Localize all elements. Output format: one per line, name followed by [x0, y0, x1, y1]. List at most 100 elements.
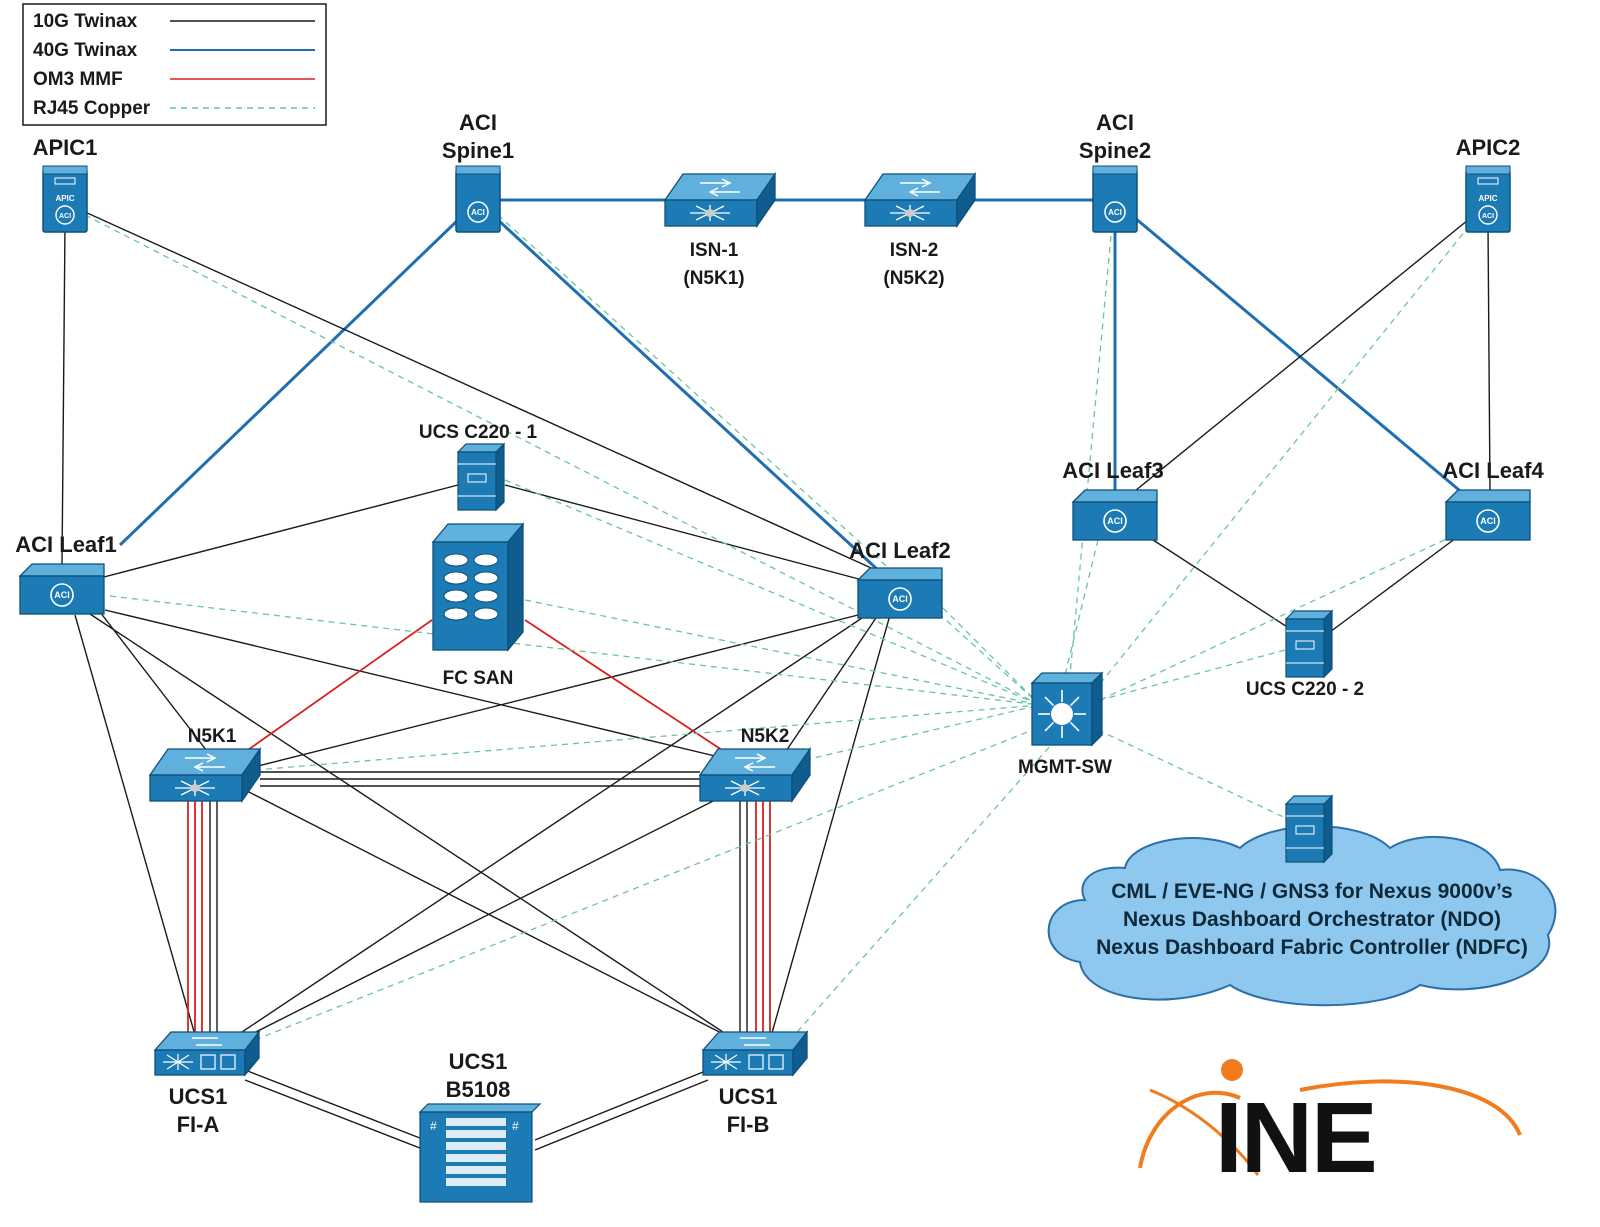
label-line: UCS1 [719, 1084, 778, 1109]
san-side [507, 522, 524, 652]
label-n5k2: N5K2 [741, 726, 790, 747]
arrows [740, 1037, 770, 1046]
leaf-body [857, 579, 943, 619]
mgmt-core [1051, 703, 1073, 725]
label-line: Spine1 [442, 138, 514, 163]
blade-5 [446, 1178, 506, 1186]
fi-front [702, 1049, 794, 1076]
aci-mark: ACI [1108, 208, 1122, 217]
mgmt-ray-7 [1069, 696, 1080, 707]
label-line: ACI Leaf1 [15, 532, 116, 557]
virtual-cloud: CML / EVE-NG / GNS3 for Nexus 9000v’s Ne… [1047, 825, 1557, 1007]
cu-fcsan-mgmt [524, 599, 1041, 706]
disk-1 [473, 553, 499, 567]
label-line: UCS1 [449, 1049, 508, 1074]
link-fia-b5108-b [244, 1079, 426, 1151]
label-line: ACI [459, 110, 497, 135]
drive-bay [1295, 825, 1315, 835]
rack-server-icon [456, 442, 506, 512]
label-line: ACI Leaf4 [1442, 458, 1544, 483]
label-line: MGMT-SW [1018, 757, 1112, 778]
aci-ring [1476, 509, 1500, 533]
label-ucs220-2: UCS C220 - 2 [1246, 679, 1364, 700]
label-line: N5K1 [188, 726, 237, 747]
hub [706, 209, 714, 217]
links-layer [61, 198, 1491, 1151]
switch-top [698, 748, 812, 776]
rack-side [1323, 609, 1333, 679]
link-leaf2-fib [769, 614, 891, 1041]
layer3-switch-icon [1030, 671, 1104, 747]
legend: 10G Twinax 40G Twinax OM3 MMF RJ45 Coppe… [22, 3, 327, 126]
link-n5k1-fib [244, 789, 736, 1041]
switch-side [956, 171, 976, 229]
label-line: UCS C220 - 2 [1246, 679, 1364, 700]
mgmt-ray-3 [1044, 721, 1055, 732]
blade-chassis-icon: ## [418, 1103, 542, 1203]
label-line: ACI Leaf2 [849, 538, 950, 563]
server-top [42, 165, 88, 175]
fi-side [792, 1030, 808, 1077]
label-line: B5108 [446, 1077, 511, 1102]
ine-logo: INE [1138, 1059, 1522, 1194]
leaf-body [1072, 501, 1158, 541]
rack-server-icon [1284, 794, 1334, 864]
disk-4 [443, 589, 469, 603]
logo-swoosh-right [1299, 1079, 1522, 1136]
aci-mark: ACI [892, 594, 908, 604]
link-n5k2-fia [239, 789, 736, 1041]
rack-front [1285, 803, 1325, 863]
leaf-top [1071, 489, 1158, 503]
logo-dot [1221, 1059, 1243, 1081]
hub [191, 784, 199, 792]
storage-array-icon [431, 522, 525, 652]
mgmt-ray-5 [1044, 696, 1055, 707]
label-leaf1: ACI Leaf1 [15, 532, 116, 557]
link-fcsan-n5k2 [524, 619, 726, 753]
disk-0 [443, 553, 469, 567]
server-slot [54, 177, 76, 185]
nexus-switch-icon [663, 171, 777, 229]
link-leaf1-n5k2 [104, 609, 741, 763]
aci-leaf-icon: ACI [856, 567, 943, 619]
blade-2 [446, 1142, 506, 1150]
label-leaf2: ACI Leaf2 [849, 538, 950, 563]
chip-mark [748, 1054, 764, 1070]
disk-2 [443, 571, 469, 585]
link-apic1-leaf1 [61, 224, 66, 566]
label-line: FI-A [177, 1112, 220, 1137]
aci-switch-icon: ACI [1092, 165, 1138, 233]
cu-fib-mgmt [789, 734, 1061, 1041]
blade-0 [446, 1118, 506, 1126]
fabric-interconnect-icon [701, 1030, 809, 1077]
aci-mark: ACI [1107, 516, 1123, 526]
link-leaf2-n5k2 [779, 611, 881, 761]
grid-mark-r: # [512, 1119, 519, 1133]
link-leaf1-fia [74, 614, 196, 1036]
nexus-switch-icon [863, 171, 977, 229]
label-fcsan: FC SAN [443, 668, 514, 689]
nexus-switch-icon [148, 746, 262, 804]
cu-n5k2-mgmt [804, 704, 1041, 761]
blade-1 [446, 1130, 506, 1138]
cloud-line-3: Nexus Dashboard Fabric Controller (NDFC) [1096, 936, 1528, 959]
label-ucs220-1: UCS C220 - 1 [419, 422, 538, 443]
label-apic1: APIC1 [33, 135, 98, 160]
label-line: ISN-1 [690, 240, 739, 261]
legend-box [22, 3, 327, 126]
label-spine1: ACI Spine1 [442, 110, 514, 163]
fi-top [701, 1031, 809, 1051]
fi-top [153, 1031, 261, 1051]
link-fcsan-n5k1 [244, 619, 433, 753]
link-apic1-leaf2 [84, 211, 881, 573]
mgmt-ray-1 [1069, 721, 1080, 732]
fabric-mark [711, 1054, 741, 1070]
arrows [192, 1037, 222, 1046]
apic-mark: APIC [55, 194, 74, 203]
cu-fia-mgmt [254, 724, 1046, 1041]
aci-switch-icon: ACI [455, 165, 501, 233]
logo-text: INE [1215, 1082, 1376, 1194]
